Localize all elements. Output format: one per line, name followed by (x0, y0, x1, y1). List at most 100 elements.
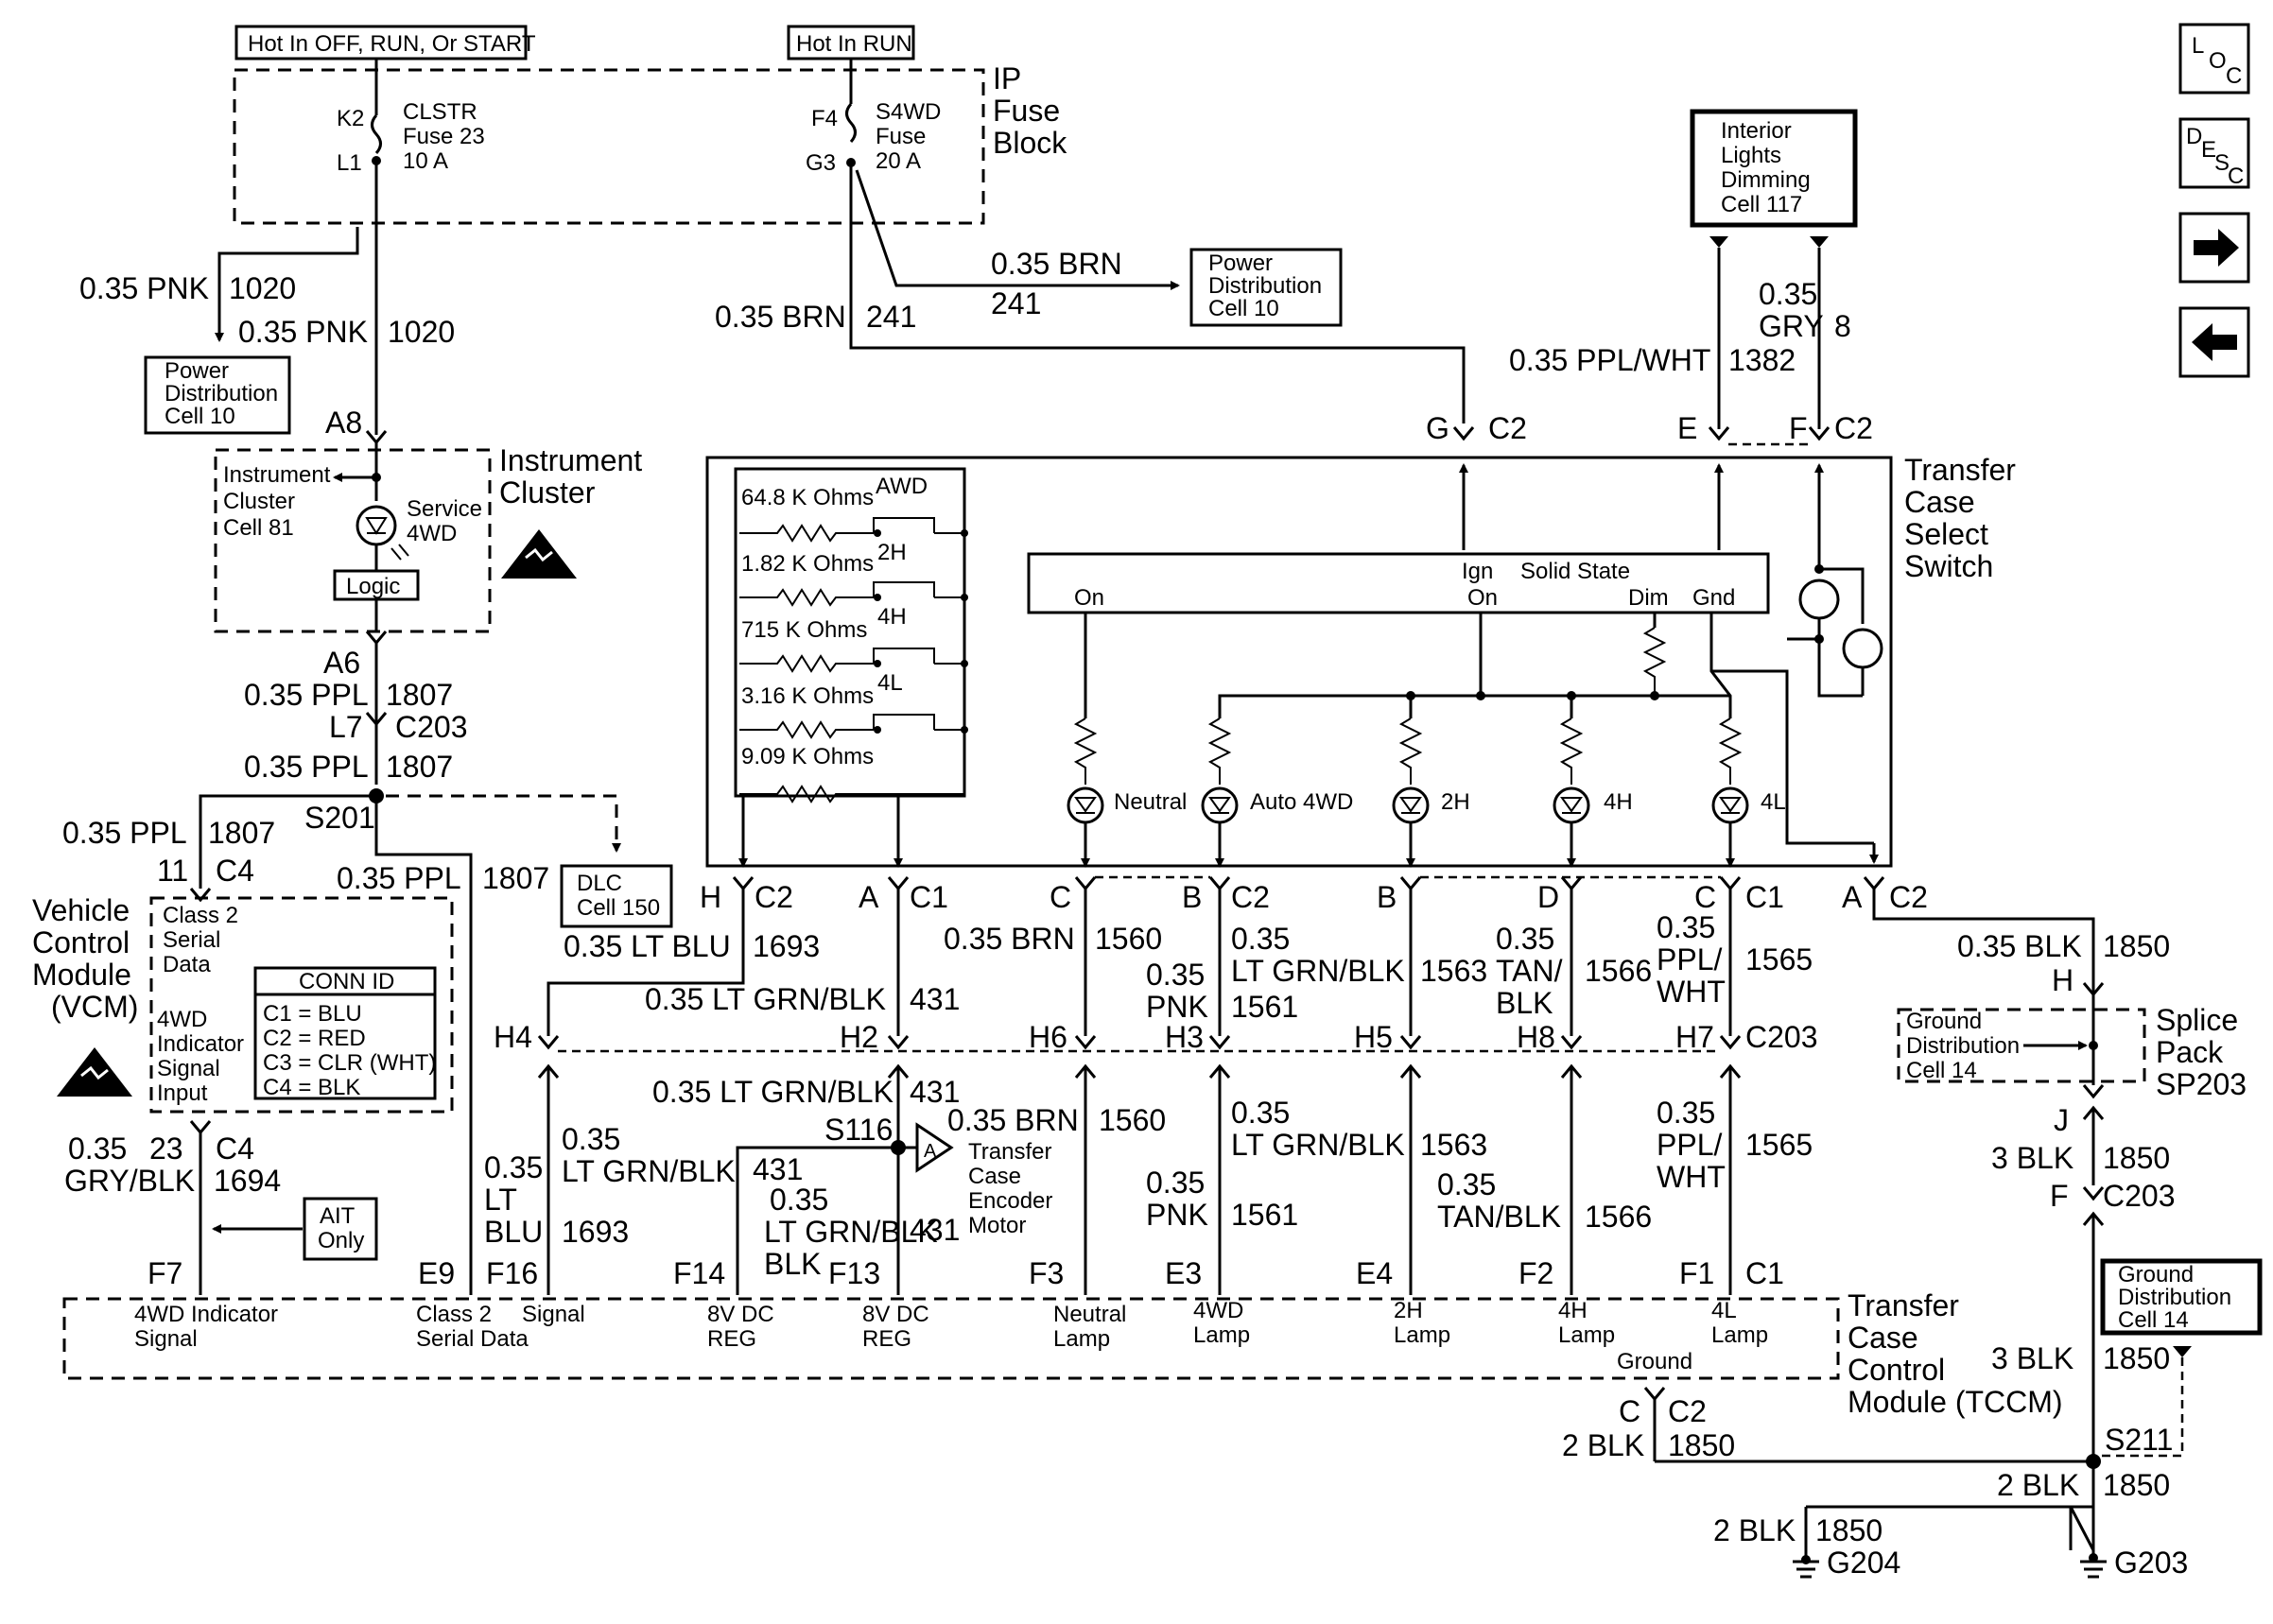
svg-text:Serial Data: Serial Data (416, 1326, 529, 1352)
svg-text:S4WD: S4WD (876, 99, 941, 125)
svg-text:Block: Block (993, 126, 1067, 160)
svg-text:0.35: 0.35 (1231, 1096, 1290, 1130)
wire-label-gry-035: 0.35 (1759, 277, 1817, 311)
svg-text:B: B (1182, 880, 1202, 914)
lamp-circuits (1084, 613, 1879, 864)
transfer-case-select-switch-label: Transfer Case Select Switch (1904, 453, 2016, 583)
wire-number-241: 241 (991, 286, 1041, 320)
svg-text:C1 = BLU: C1 = BLU (263, 1001, 362, 1027)
ait-only-box: AIT Only (212, 1197, 378, 1261)
svg-text:E: E (2201, 137, 2216, 163)
svg-text:4L: 4L (1761, 789, 1786, 815)
svg-text:LT GRN/BLK: LT GRN/BLK (1231, 954, 1405, 988)
svg-text:Lamp: Lamp (1558, 1322, 1615, 1348)
power-distribution-top-box: Power Distribution Cell 10 (1189, 248, 1343, 327)
svg-text:Power: Power (165, 358, 229, 384)
wire-number-1807: 1807 (386, 678, 453, 712)
connector-c4-2: C4 (216, 1132, 254, 1166)
svg-text:4L: 4L (877, 670, 903, 696)
svg-text:1850: 1850 (2103, 929, 2170, 963)
svg-text:0.35 LT GRN/BLK: 0.35 LT GRN/BLK (645, 982, 886, 1016)
svg-text:2H: 2H (1441, 789, 1470, 815)
svg-text:Cell 14: Cell 14 (2118, 1307, 2189, 1333)
pin-l7: L7 (329, 710, 363, 744)
svg-text:8V DC: 8V DC (707, 1302, 774, 1327)
svg-text:E3: E3 (1165, 1256, 1202, 1290)
svg-text:1560: 1560 (1099, 1103, 1166, 1137)
service-4wd-lamp: Service 4WD (356, 442, 482, 571)
svg-text:Lamp: Lamp (1394, 1322, 1450, 1348)
svg-text:3 BLK: 3 BLK (1991, 1141, 2073, 1175)
solid-state-labels: On Ign On Solid State Dim Gnd (1074, 559, 1735, 611)
svg-text:2 BLK: 2 BLK (1997, 1468, 2079, 1502)
svg-text:S: S (2214, 150, 2230, 176)
svg-text:1560: 1560 (1095, 922, 1162, 956)
svg-text:Class 2: Class 2 (163, 903, 238, 928)
svg-text:Cluster: Cluster (499, 475, 596, 510)
desc-icon[interactable]: D E S C (2178, 117, 2250, 189)
wire-label-035: 0.35 (68, 1132, 127, 1166)
svg-text:G3: G3 (806, 150, 836, 176)
svg-text:Instrument: Instrument (223, 462, 331, 488)
svg-text:1850: 1850 (1668, 1428, 1735, 1462)
svg-text:C1: C1 (1745, 1256, 1784, 1290)
svg-text:Cell 150: Cell 150 (577, 895, 660, 921)
svg-text:Lamp: Lamp (1193, 1322, 1250, 1348)
connector-c2-top-2: C2 (1834, 411, 1873, 445)
next-arrow-icon[interactable] (2178, 212, 2250, 284)
svg-text:2 BLK: 2 BLK (1562, 1428, 1644, 1462)
right-ground-circuit: 0.35 BLK 1850 H Ground Distribution Cell… (1897, 929, 2247, 1554)
svg-text:3.16 K Ohms: 3.16 K Ohms (741, 683, 874, 709)
loc-icon[interactable]: L O C (2178, 23, 2250, 95)
pin-a8: A8 (325, 406, 362, 440)
wire-pnk-1020-branch (215, 227, 359, 342)
connector-c203-label: C203 (395, 710, 468, 744)
svg-text:H8: H8 (1517, 1020, 1555, 1054)
svg-text:0.35 BRN: 0.35 BRN (944, 922, 1075, 956)
svg-text:1850: 1850 (2103, 1141, 2170, 1175)
svg-text:20 A: 20 A (876, 148, 921, 174)
svg-text:TAN/BLK: TAN/BLK (1437, 1200, 1561, 1234)
svg-text:On: On (1074, 585, 1104, 611)
clstr-fuse: K2 L1 CLSTR Fuse 23 10 A (337, 59, 485, 176)
svg-text:Ign: Ign (1462, 559, 1493, 584)
svg-text:F4: F4 (811, 106, 838, 131)
svg-text:Case: Case (968, 1164, 1021, 1189)
svg-text:C1: C1 (910, 880, 948, 914)
svg-text:Cell 10: Cell 10 (165, 404, 235, 429)
svg-text:Cell 14: Cell 14 (1906, 1058, 1977, 1083)
svg-text:Fuse: Fuse (876, 124, 926, 149)
svg-text:Input: Input (157, 1080, 208, 1106)
transfer-case-select-switch-outline (705, 456, 1893, 868)
svg-text:TAN/: TAN/ (1496, 954, 1563, 988)
svg-text:H3: H3 (1165, 1020, 1204, 1054)
svg-text:C3 = CLR (WHT): C3 = CLR (WHT) (263, 1050, 436, 1076)
svg-text:0.35: 0.35 (1657, 1096, 1715, 1130)
svg-text:H4: H4 (494, 1020, 532, 1054)
wire-brn-241-branch (855, 169, 1180, 290)
svg-text:Ground: Ground (2118, 1262, 2194, 1287)
svg-text:Ground: Ground (1617, 1349, 1692, 1374)
svg-text:0.35 BRN: 0.35 BRN (947, 1103, 1079, 1137)
svg-text:0.35 LT GRN/BLK: 0.35 LT GRN/BLK (652, 1075, 894, 1109)
prev-arrow-icon[interactable] (2178, 306, 2250, 378)
ground-g203: G203 (1806, 1505, 2188, 1580)
svg-text:B: B (1377, 880, 1397, 914)
svg-text:Hot In OFF, RUN, Or START: Hot In OFF, RUN, Or START (248, 31, 536, 57)
svg-text:Switch: Switch (1904, 549, 1993, 583)
svg-text:LT GRN/BLK: LT GRN/BLK (562, 1154, 736, 1188)
svg-text:IP: IP (993, 61, 1021, 95)
svg-text:0.35: 0.35 (1146, 958, 1205, 992)
svg-text:4WD Indicator: 4WD Indicator (134, 1302, 278, 1327)
svg-text:L: L (2192, 33, 2204, 59)
ground-g204: 2 BLK 1850 G204 (1713, 1505, 2093, 1580)
harness-wires (547, 889, 2095, 1036)
wire-labels-upper: 0.35 LT BLU 1693 0.35 LT GRN/BLK 431 0.3… (564, 910, 1813, 1024)
hot-in-off-run-start-label: Hot In OFF, RUN, Or START (234, 25, 536, 60)
svg-text:8V DC: 8V DC (862, 1302, 929, 1327)
svg-text:C2 = RED: C2 = RED (263, 1026, 366, 1051)
svg-text:64.8 K Ohms: 64.8 K Ohms (741, 485, 874, 510)
wire-label-ppl-2: 0.35 PPL (244, 750, 369, 784)
svg-text:Fuse: Fuse (993, 94, 1060, 128)
